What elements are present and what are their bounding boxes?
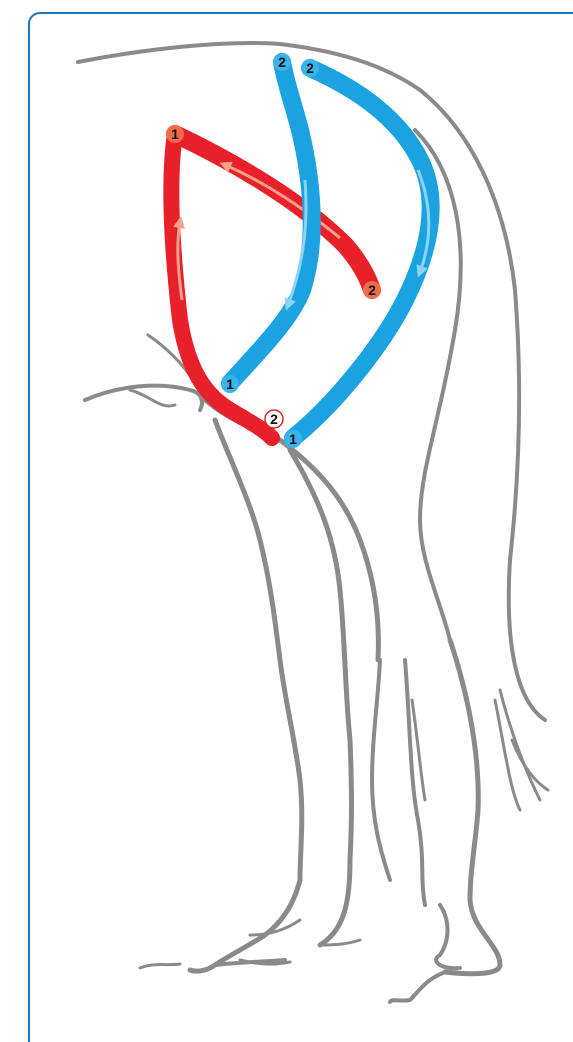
marker-red-start-label: 1 xyxy=(171,126,179,142)
rear-hoof xyxy=(390,972,445,1002)
marker-blue-outer-start-label: 1 xyxy=(289,431,297,447)
ground-stroke xyxy=(140,964,180,968)
belly-line xyxy=(85,386,202,410)
red-tape-strip-diagonal xyxy=(175,134,372,290)
marker-blue-inner-start: 1 xyxy=(221,375,239,393)
far-leg-segment xyxy=(372,660,390,880)
tail-strand xyxy=(500,690,540,800)
belly-fold xyxy=(130,390,175,406)
blue-tape-inner xyxy=(230,62,312,383)
near-hoof-front xyxy=(190,880,300,971)
marker-blue-inner-end: 2 xyxy=(273,53,291,71)
near-leg-front xyxy=(215,420,302,880)
marker-red-end-upper: 2 xyxy=(363,281,381,299)
rear-leg-back xyxy=(445,640,500,974)
rear-pastern xyxy=(436,905,460,968)
marker-blue-inner-end-label: 2 xyxy=(278,54,286,70)
marker-blue-outer-end-label: 2 xyxy=(306,60,314,76)
marker-red-end-upper-label: 2 xyxy=(368,282,376,298)
croup-line xyxy=(78,43,420,90)
marker-blue-inner-start-label: 1 xyxy=(226,376,234,392)
marker-blue-outer-end: 2 xyxy=(301,59,319,77)
marker-red-end-lower: 2 xyxy=(265,410,283,428)
marker-red-end-lower-label: 2 xyxy=(270,411,278,427)
marker-blue-outer-start: 1 xyxy=(284,430,302,448)
marker-red-start: 1 xyxy=(166,125,184,143)
blue-tape xyxy=(230,62,431,438)
